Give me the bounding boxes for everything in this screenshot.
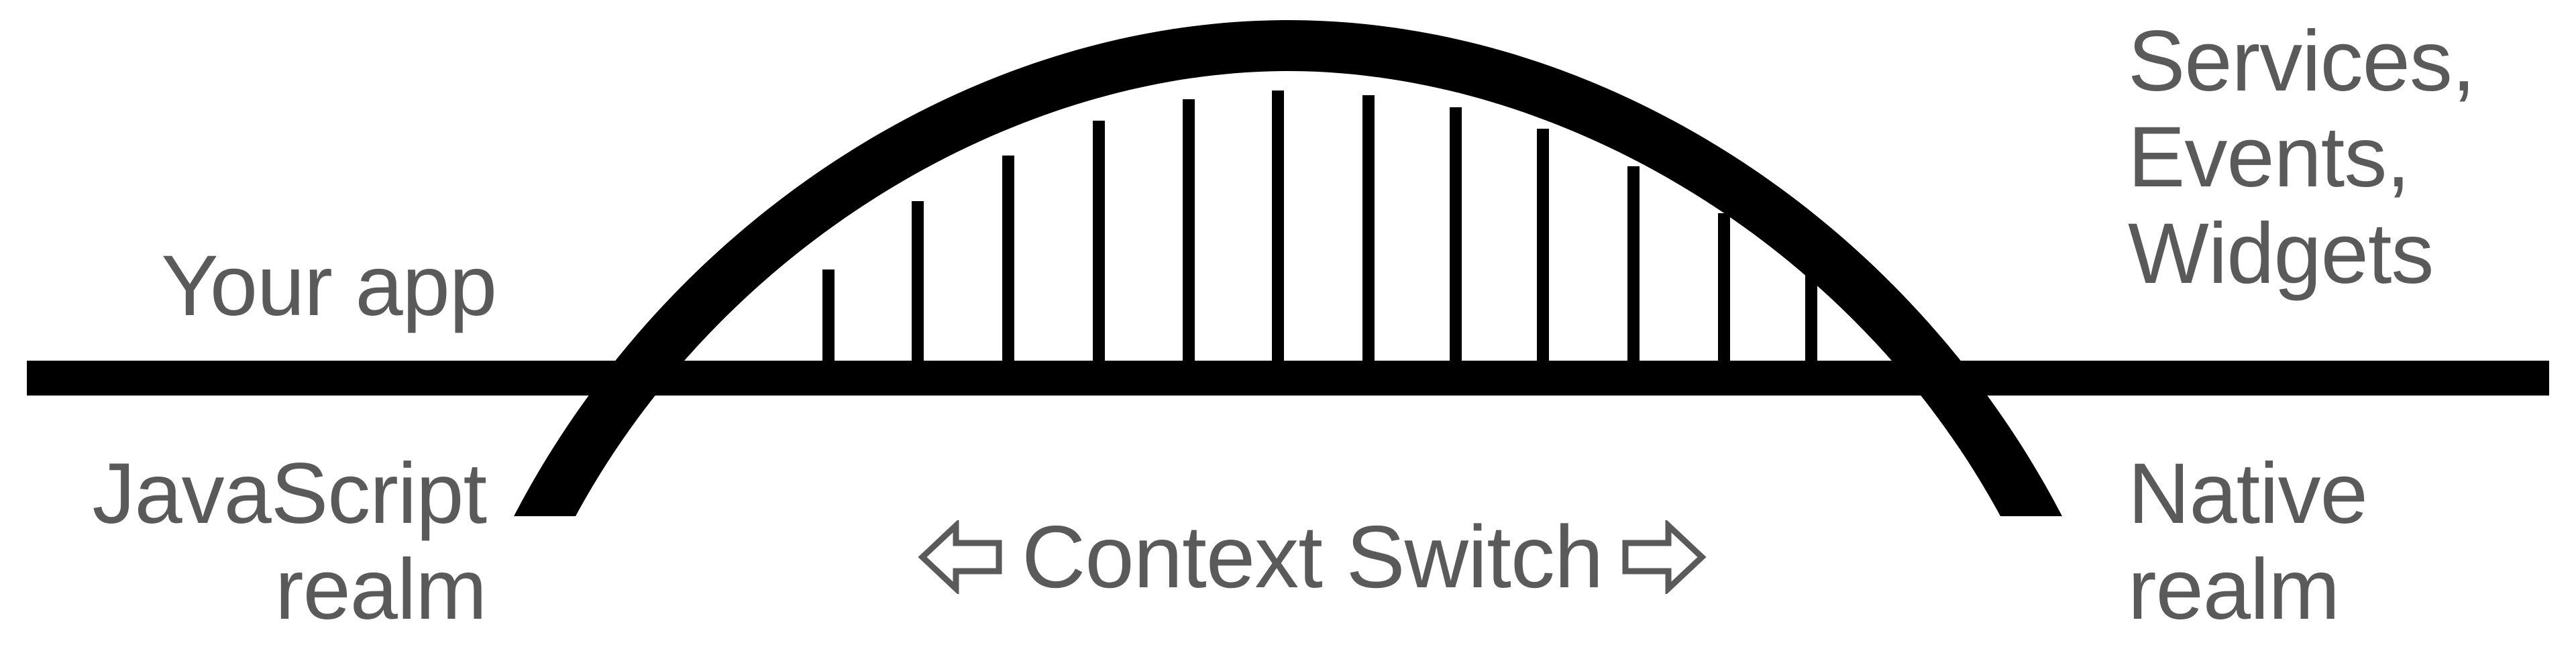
left-arrow-icon	[917, 520, 1004, 594]
context-switch-label: Context Switch	[917, 507, 1707, 607]
context-switch-text: Context Switch	[1022, 507, 1603, 606]
native-side-line-1: Services,	[2128, 13, 2475, 109]
native-side-label: Services, Events, Widgets	[2128, 13, 2475, 302]
javascript-realm-line-1: JavaScript	[92, 446, 487, 542]
javascript-realm-line-2: realm	[274, 542, 487, 638]
right-arrow-icon	[1620, 520, 1707, 594]
native-realm-line-1: Native	[2128, 446, 2368, 542]
bridge-arch	[514, 20, 2062, 516]
javascript-realm-label: JavaScript realm	[92, 446, 487, 638]
bridge-deck	[27, 361, 2549, 396]
your-app-text: Your app	[161, 238, 497, 334]
your-app-label: Your app	[161, 238, 497, 334]
native-side-line-3: Widgets	[2128, 205, 2434, 302]
native-realm-line-2: realm	[2128, 542, 2340, 638]
native-side-line-2: Events,	[2128, 109, 2410, 206]
native-realm-label: Native realm	[2128, 446, 2368, 638]
